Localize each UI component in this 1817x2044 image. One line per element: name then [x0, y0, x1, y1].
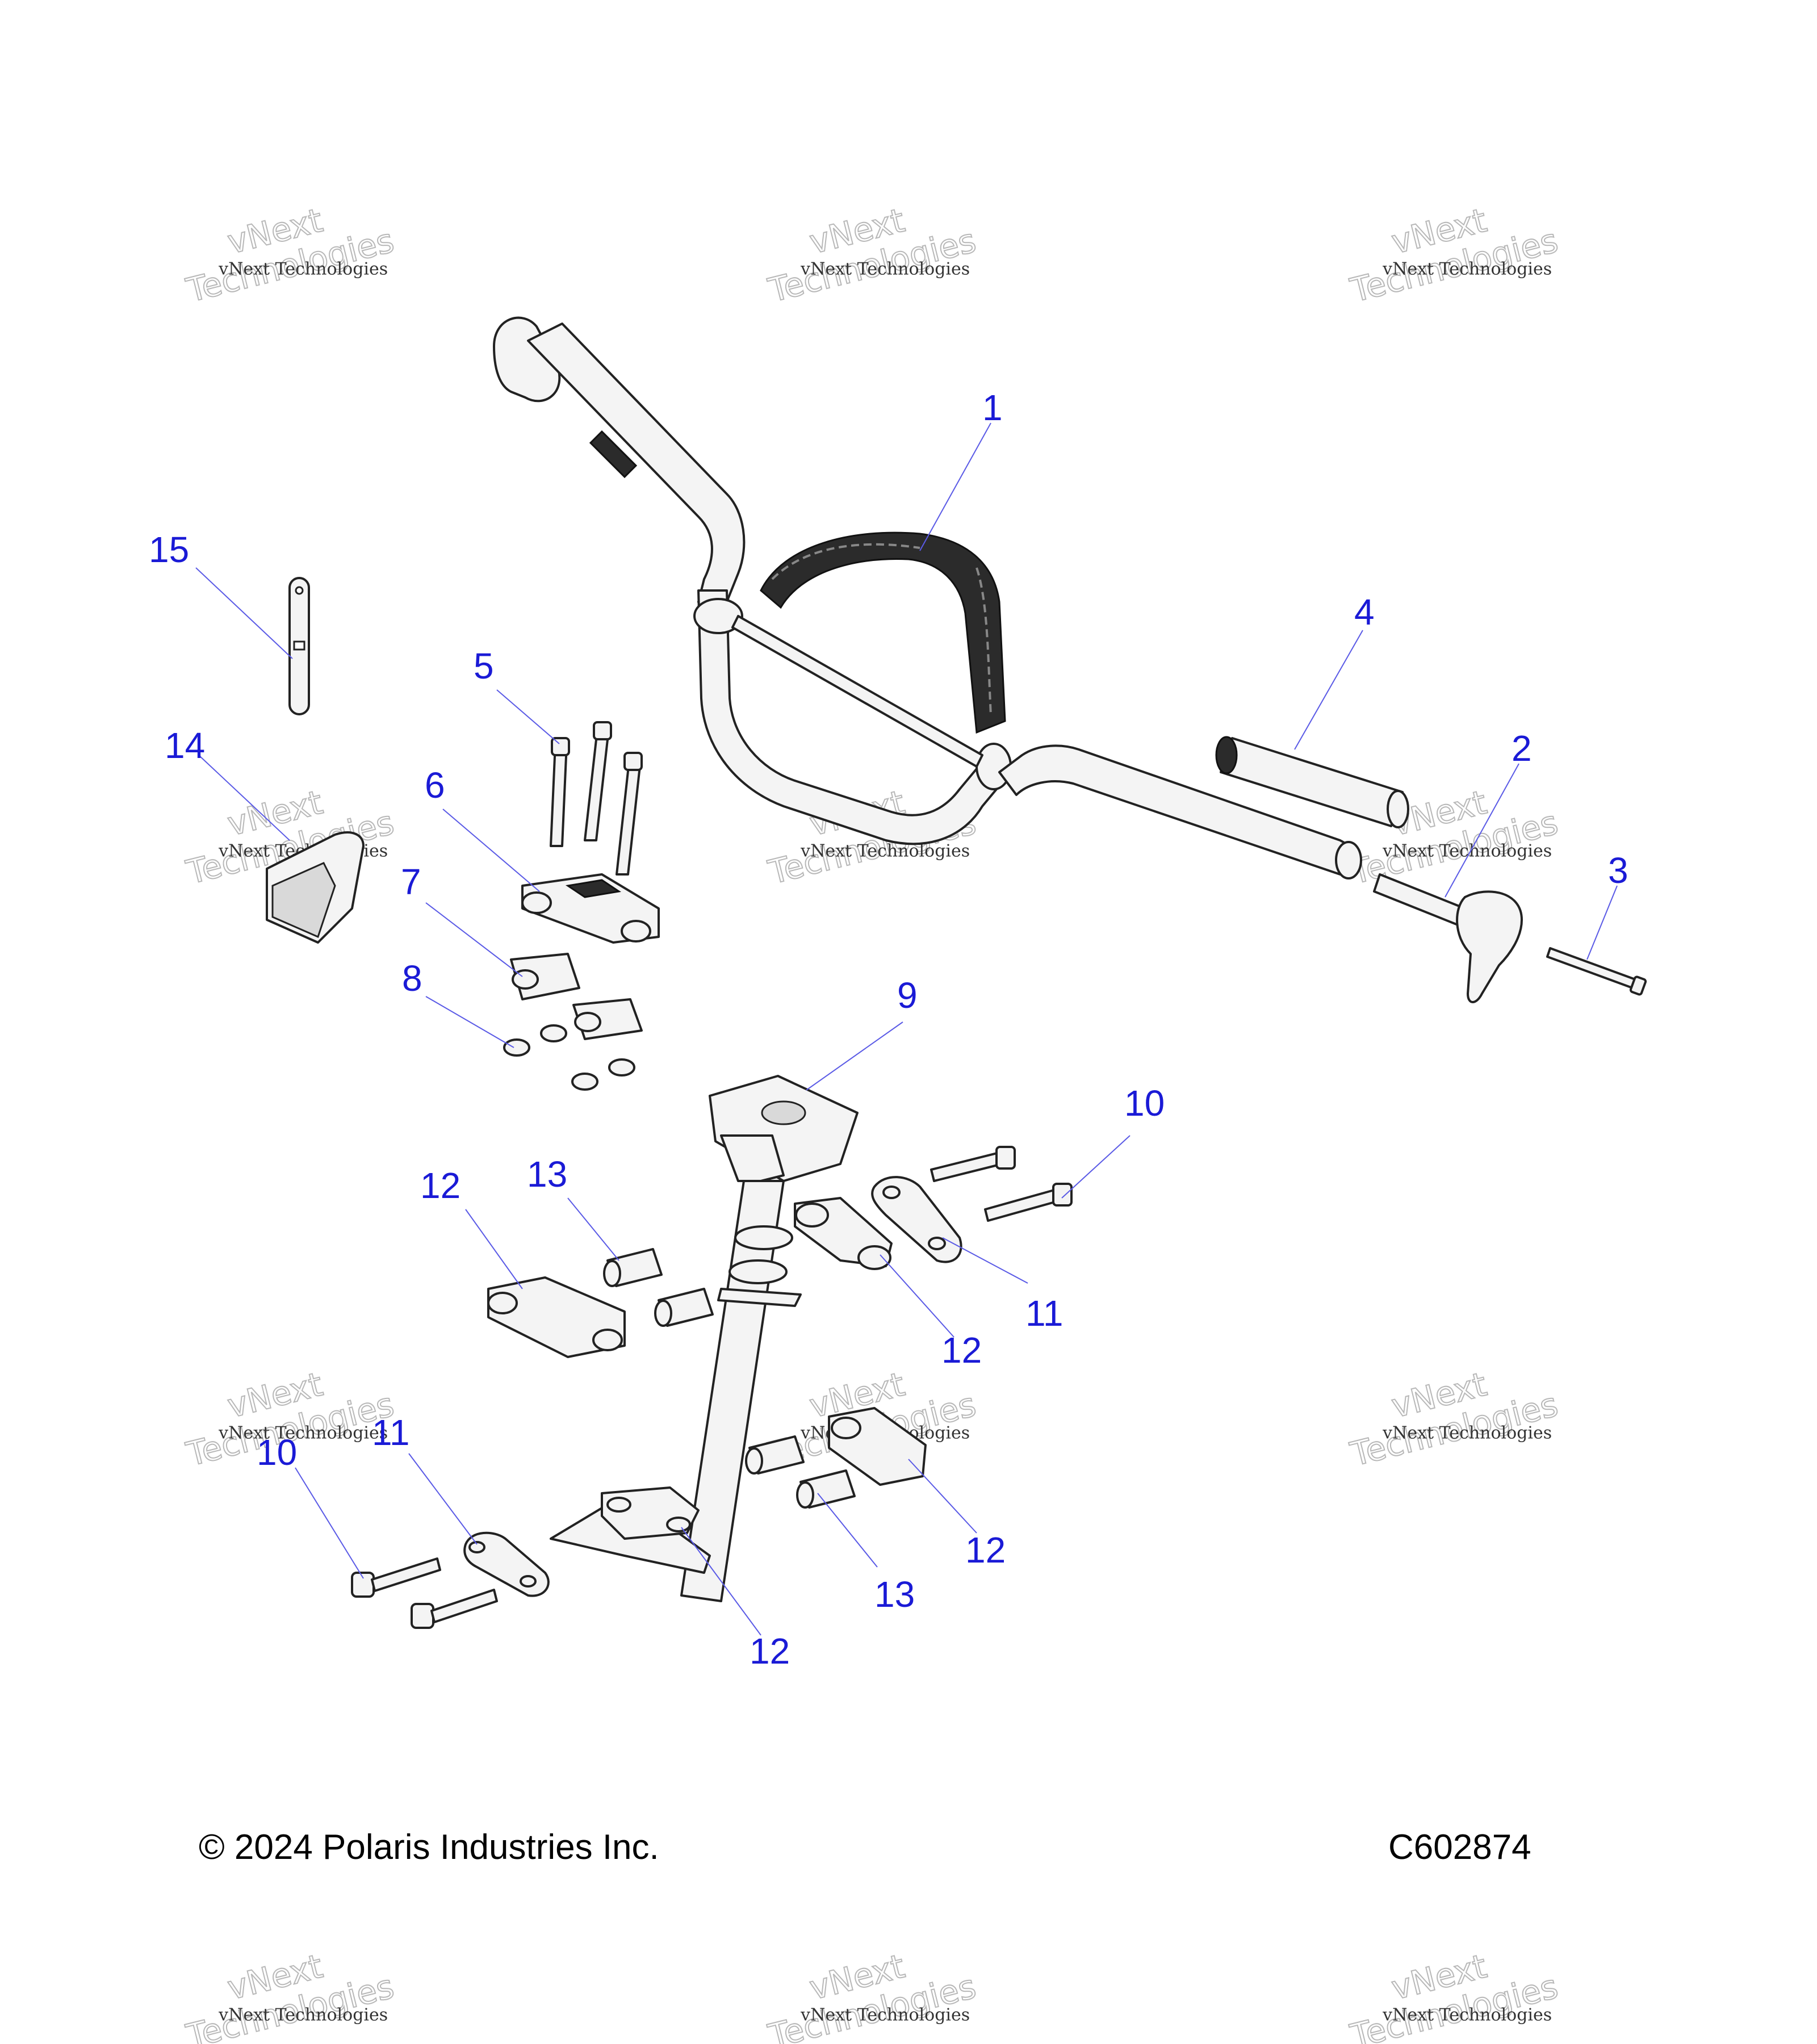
figure-id: C602874 [1388, 1828, 1531, 1867]
lower-bolts [351, 1557, 498, 1629]
watermark-small: vNext Technologies [1382, 259, 1552, 279]
strap [288, 577, 310, 715]
steering-post [550, 1075, 859, 1602]
upper-plate [871, 1176, 962, 1263]
watermark-small: vNext Technologies [1382, 1423, 1552, 1443]
clamp-bolts [550, 721, 643, 876]
upper-bolts [930, 1146, 1073, 1222]
watermark-small: vNext Technologies [1382, 2005, 1552, 2025]
handlebar [493, 316, 1362, 879]
watermark-small: vNext Technologies [800, 259, 970, 279]
leader-lines [195, 422, 1618, 1636]
grip-sleeve [1215, 736, 1409, 828]
callout-3: 3 [1608, 850, 1628, 891]
callout-6: 6 [425, 765, 445, 806]
lower-clamps [510, 953, 643, 1040]
watermark-small: vNext Technologies [218, 2005, 388, 2025]
callout-8: 8 [402, 958, 422, 999]
upper-clamp [521, 873, 660, 944]
callout-12-d: 12 [750, 1631, 790, 1672]
callout-13-lower: 13 [874, 1574, 915, 1615]
lower-plate [463, 1531, 550, 1597]
callout-labels: 1 2 3 4 5 6 7 8 9 10 10 11 11 12 12 12 1… [149, 387, 1628, 1672]
callout-13-upper: 13 [527, 1154, 567, 1195]
bushings [503, 1024, 635, 1091]
callout-11-upper: 11 [1025, 1293, 1063, 1334]
callout-11-lower: 11 [372, 1412, 409, 1453]
copyright-notice: © 2024 Polaris Industries Inc. [199, 1828, 659, 1867]
cover [266, 831, 365, 944]
callout-9: 9 [897, 975, 918, 1016]
callout-10-upper: 10 [1124, 1083, 1165, 1124]
callout-10-lower: 10 [257, 1432, 297, 1473]
clamp-blocks [487, 1197, 927, 1486]
callout-5: 5 [474, 646, 494, 686]
spacers [603, 1248, 856, 1509]
watermark-small: vNext Technologies [218, 259, 388, 279]
callout-14: 14 [165, 725, 205, 766]
callout-7: 7 [401, 861, 421, 902]
watermark-small: vNext Technologies [800, 841, 970, 861]
watermark-small: vNext Technologies [218, 1423, 388, 1443]
callout-4: 4 [1354, 592, 1375, 633]
callout-2: 2 [1512, 728, 1532, 769]
callout-12-a: 12 [420, 1165, 460, 1206]
watermark-small: vNext Technologies [800, 2005, 970, 2025]
callout-12-c: 12 [965, 1530, 1006, 1570]
callout-12-b: 12 [941, 1330, 982, 1371]
callout-15: 15 [149, 529, 189, 570]
throttle-lever [1373, 873, 1523, 1003]
long-bolt [1546, 947, 1647, 996]
callout-1: 1 [982, 387, 1003, 428]
